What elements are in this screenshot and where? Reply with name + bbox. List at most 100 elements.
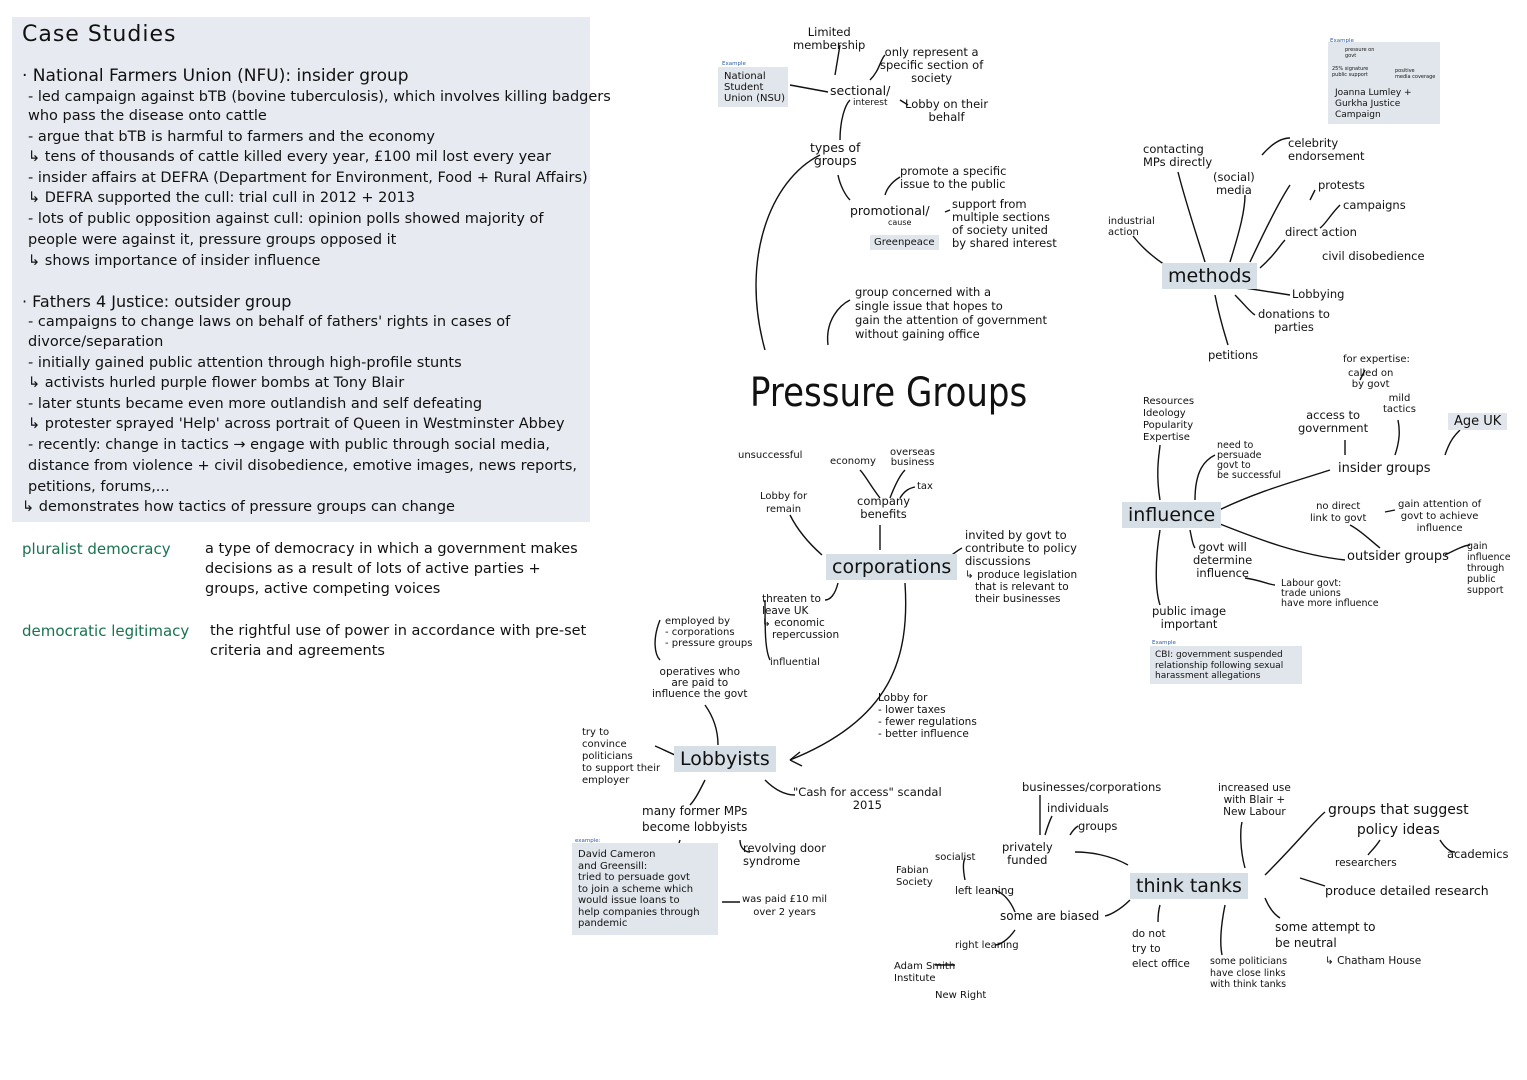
- connector: [1394, 419, 1400, 456]
- connector: [1194, 454, 1216, 501]
- adam-smith-note: Adam Smith Institute: [894, 961, 956, 984]
- individuals-note: individuals: [1047, 801, 1109, 815]
- case-studies-box: [12, 17, 590, 522]
- cbi-example: CBI: government suspended relationship f…: [1155, 650, 1284, 681]
- connector: [755, 154, 821, 351]
- academics-note: academics: [1447, 847, 1509, 861]
- insider-groups-label: insider groups: [1338, 461, 1431, 476]
- govt-will-note: govt will determine influence: [1193, 540, 1253, 580]
- definition-term: democratic legitimacy: [22, 622, 190, 640]
- operatives-note: operatives who are paid to influence the…: [652, 666, 748, 700]
- connector: [1249, 184, 1291, 263]
- need-note: need to persuade govt to be successful: [1217, 440, 1282, 481]
- try-convince-note: try to convince politicians to support t…: [582, 727, 661, 786]
- sectional-label: sectional/: [830, 83, 891, 98]
- expertise-note: for expertise:: [1343, 354, 1410, 365]
- example-label: Example: [722, 61, 746, 67]
- connector: [1349, 524, 1381, 549]
- f4j-heading: · Fathers 4 Justice: outsider group: [22, 292, 292, 311]
- connector: [1234, 294, 1256, 316]
- socialist-note: socialist: [935, 852, 976, 863]
- limited-membership-note: Limited membership: [793, 25, 866, 52]
- increased-note: increased use with Blair + New Labour: [1218, 782, 1291, 818]
- called-on-note: called on by govt: [1348, 368, 1394, 390]
- influence-hub: influence: [1122, 502, 1222, 528]
- case-line: - campaigns to change laws on behalf of …: [28, 314, 511, 330]
- cameron-example-box: [572, 843, 718, 935]
- right-leaning-note: right leaning: [955, 940, 1019, 951]
- connector: [1244, 577, 1276, 586]
- not-elect-note: do not try to elect office: [1132, 928, 1190, 970]
- industrial-note: industrial action: [1108, 216, 1155, 238]
- detailed-research-note: produce detailed research: [1325, 883, 1489, 898]
- lobbying-note: Lobbying: [1292, 287, 1345, 301]
- definition-term: pluralist democracy: [22, 540, 171, 558]
- case-line: ↳ tens of thousands of cattle killed eve…: [28, 149, 551, 165]
- connector: [789, 582, 907, 761]
- connector: [1444, 429, 1461, 456]
- case-line: - initially gained public attention thro…: [28, 355, 462, 371]
- connector: [826, 299, 851, 346]
- lobby-behalf-note: Lobby on their behalf: [905, 97, 989, 124]
- overseas-note: overseas business: [890, 447, 935, 468]
- connector: [1439, 839, 1456, 853]
- case-line: - led campaign against bTB (bovine tuber…: [28, 89, 611, 105]
- invited-note: invited by govt to contribute to policy …: [965, 528, 1077, 568]
- connector: [1309, 189, 1316, 201]
- connector: [839, 99, 851, 141]
- outsider-groups-label: outsider groups: [1347, 549, 1449, 564]
- businesses-note: businesses/corporations: [1022, 780, 1162, 794]
- connector: [1220, 904, 1226, 956]
- case-line: people were against it, pressure groups …: [28, 232, 397, 248]
- connector: [1367, 839, 1381, 856]
- single-issue-note: group concerned with a single issue that…: [855, 285, 1047, 341]
- lobbyists-hub: Lobbyists: [674, 746, 776, 772]
- connector: [1229, 194, 1246, 263]
- connector: [1044, 815, 1053, 836]
- example-label: Example: [1330, 38, 1354, 44]
- connector: [764, 599, 771, 661]
- connector: [1444, 544, 1471, 556]
- corporations-hub: corporations: [826, 554, 958, 580]
- tax-note: tax: [917, 481, 933, 492]
- connector: [1384, 509, 1396, 513]
- biased-note: some are biased: [1000, 909, 1100, 923]
- case-line: who pass the disease onto cattle: [28, 108, 267, 124]
- connector: [994, 929, 1016, 946]
- mild-tactics-note: mild tactics: [1383, 393, 1416, 415]
- case-line: - later stunts became even more outlandi…: [28, 396, 483, 412]
- case-line: ↳ protester sprayed 'Help' across portra…: [28, 416, 565, 432]
- employed-note: employed by - corporations - pressure gr…: [665, 616, 753, 649]
- promotional-label: promotional/: [850, 203, 930, 218]
- connector: [1244, 287, 1291, 296]
- think-tanks-hub: think tanks: [1130, 873, 1248, 899]
- connector: [1214, 521, 1346, 561]
- threaten-note: threaten to leave UK ↳ economic repercus…: [762, 593, 840, 641]
- connector: [1264, 897, 1281, 919]
- definition-text: a type of democracy in which a governmen…: [205, 541, 578, 597]
- left-leaning-note: left leaning: [955, 885, 1015, 897]
- connector: [1157, 904, 1161, 923]
- connector: [1157, 444, 1161, 501]
- connector: [739, 839, 751, 853]
- cbi-example-box: [1150, 646, 1302, 684]
- connector: [1214, 294, 1229, 346]
- paid-note: was paid £10 mil over 2 years: [742, 894, 828, 918]
- campaigns-note: campaigns: [1343, 198, 1406, 212]
- connector: [1214, 469, 1331, 513]
- suggest-note: groups that suggest policy ideas: [1328, 802, 1469, 838]
- case-line: petitions, forums,...: [28, 479, 170, 495]
- nsu-example-box: [718, 67, 788, 107]
- gain-influence-note: gain influence through public support: [1467, 541, 1511, 596]
- case-line: distance from violence + civil disobedie…: [28, 458, 578, 474]
- connector: [859, 469, 881, 499]
- connector: [1259, 239, 1286, 269]
- connector: [834, 44, 841, 76]
- former-mps-note: many former MPs become lobbyists: [642, 804, 748, 834]
- gurkha-example: Joanna Lumley + Gurkha Justice Campaign: [1335, 88, 1412, 120]
- connector: [789, 751, 803, 767]
- age-uk-example: Age UK: [1448, 413, 1508, 430]
- connector: [884, 176, 901, 196]
- celebrity-note: celebrity endorsement: [1288, 136, 1365, 163]
- cash-for-access-note: "Cash for access" scandal 2015: [793, 785, 942, 812]
